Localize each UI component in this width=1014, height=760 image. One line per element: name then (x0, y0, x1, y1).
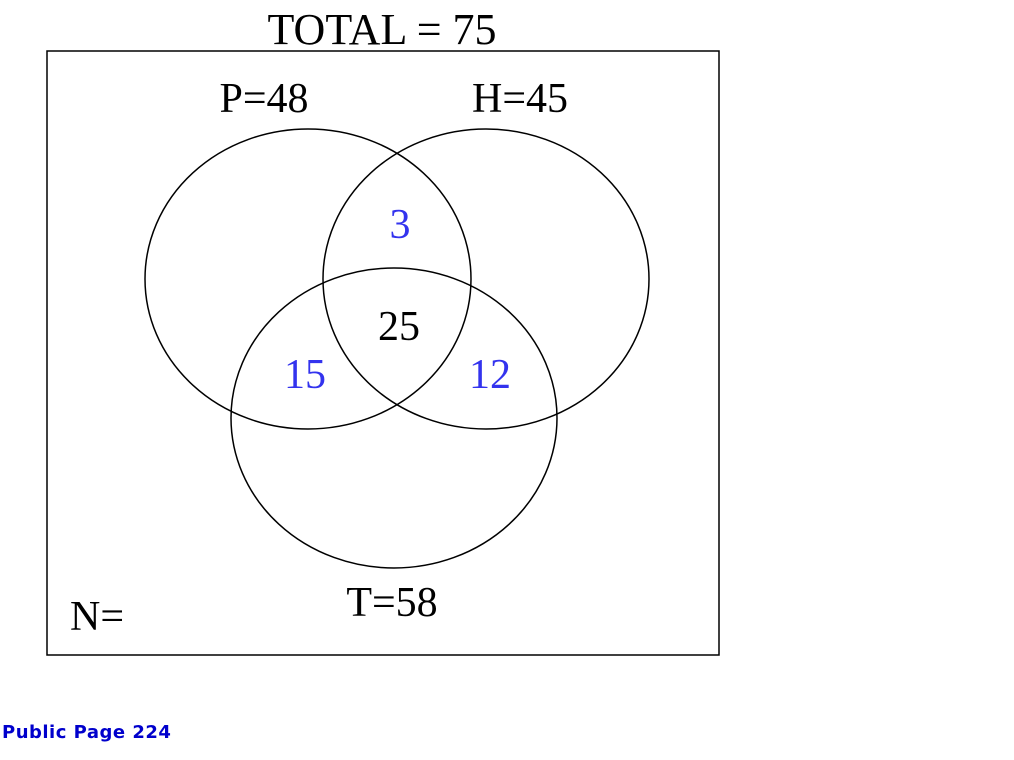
universe-box (46, 50, 720, 656)
region-p-t-only: 15 (284, 352, 326, 398)
region-p-h-only: 3 (390, 202, 411, 248)
set-t-circle (230, 267, 558, 569)
set-p-circle (144, 128, 472, 430)
footer-page-label: Public Page 224 (2, 722, 172, 743)
region-h-t-only: 12 (469, 352, 511, 398)
set-h-circle (322, 128, 650, 430)
set-h-label: H=45 (472, 76, 568, 122)
set-p-label: P=48 (219, 76, 308, 122)
total-label: TOTAL = 75 (267, 5, 496, 54)
region-p-h-t: 25 (378, 304, 420, 350)
outside-label: N= (70, 594, 124, 640)
set-t-label: T=58 (346, 580, 437, 626)
